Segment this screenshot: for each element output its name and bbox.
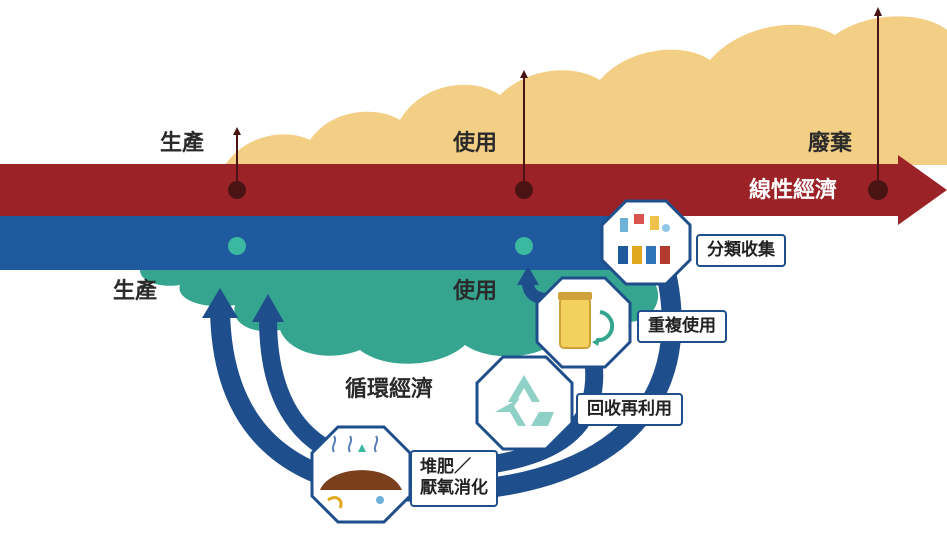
recycle-symbol-icon bbox=[475, 355, 574, 451]
produce-spike-head bbox=[233, 127, 241, 135]
linear-stage-use-label: 使用 bbox=[453, 131, 498, 156]
circular-dot-use bbox=[515, 237, 533, 255]
inner-loop-arrowhead bbox=[252, 294, 284, 322]
compost-icon bbox=[310, 425, 412, 524]
step-compost-label: 堆肥／ 厭氧消化 bbox=[410, 450, 498, 507]
use-return-arrowhead bbox=[517, 266, 539, 285]
circular-economy-band bbox=[0, 216, 640, 270]
outer-loop-arrowhead bbox=[202, 288, 238, 318]
step-sort-collect-label: 分類收集 bbox=[696, 234, 786, 267]
linear-dot-produce bbox=[228, 181, 246, 199]
dispose-spike-head bbox=[874, 7, 882, 16]
step-compost-label-line2: 厭氧消化 bbox=[420, 478, 488, 499]
circular-economy-title: 循環經濟 bbox=[345, 377, 434, 402]
step-compost-label-line1: 堆肥／ bbox=[420, 457, 471, 477]
reuse-jar-icon bbox=[535, 276, 632, 369]
use-spike-head bbox=[520, 70, 528, 78]
step-recycle-label: 回收再利用 bbox=[576, 393, 683, 426]
step-reuse-label: 重複使用 bbox=[637, 310, 727, 343]
recycling-bins-icon bbox=[600, 199, 692, 286]
linear-dot-dispose bbox=[868, 180, 888, 200]
circular-stage-use-label: 使用 bbox=[453, 279, 498, 304]
circular-stage-produce-label: 生產 bbox=[113, 279, 158, 304]
linear-dot-use bbox=[515, 181, 533, 199]
waste-cloud bbox=[225, 16, 947, 166]
circular-dot-produce bbox=[228, 237, 246, 255]
linear-stage-produce-label: 生產 bbox=[160, 131, 205, 156]
linear-stage-dispose-label: 廢棄 bbox=[808, 131, 853, 156]
linear-economy-title: 線性經濟 bbox=[749, 178, 838, 203]
